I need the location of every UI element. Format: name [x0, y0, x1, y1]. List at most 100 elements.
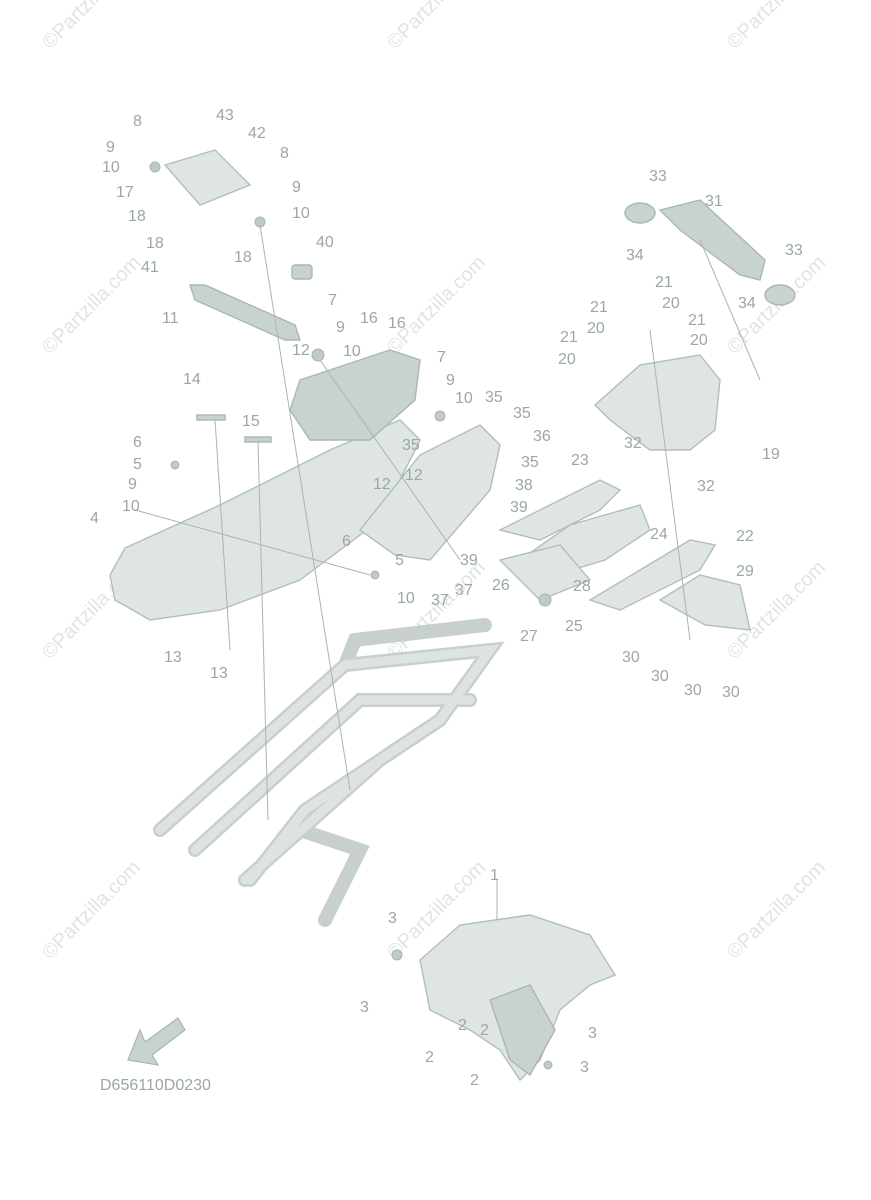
- callout-number: 11: [162, 310, 179, 327]
- callout-number: 9: [336, 319, 345, 336]
- callout-number: 10: [102, 159, 120, 176]
- front-direction-arrow: [127, 1017, 186, 1066]
- callout-number: 16: [388, 315, 406, 332]
- callout-number: 19: [762, 446, 780, 463]
- callout-number: 21: [688, 312, 706, 329]
- callout-number: 15: [242, 413, 260, 430]
- callout-number: 35: [513, 405, 531, 422]
- callout-number: 3: [360, 999, 369, 1016]
- callout-number: 2: [425, 1049, 434, 1066]
- callout-number: 13: [210, 665, 228, 682]
- leader-lines: [134, 224, 761, 920]
- callout-number: 6: [342, 533, 351, 550]
- callout-number: 43: [216, 107, 234, 124]
- carrier-plate: [163, 149, 252, 206]
- callout-number: 35: [521, 454, 539, 471]
- callout-number: 30: [622, 649, 640, 666]
- callout-number: 9: [106, 139, 115, 156]
- callout-number: 7: [328, 292, 337, 309]
- callout-number: 10: [397, 590, 415, 607]
- callout-number: 12: [292, 342, 310, 359]
- bolt: [434, 410, 446, 422]
- callout-number: 26: [492, 577, 510, 594]
- callout-number: 30: [722, 684, 740, 701]
- callout-number: 28: [573, 578, 591, 595]
- callout-number: 1: [490, 867, 499, 884]
- callout-number: 2: [480, 1022, 489, 1039]
- callout-number: 38: [515, 477, 533, 494]
- callout-number: 31: [705, 193, 723, 210]
- diagram-code: D656110D0230: [100, 1077, 211, 1094]
- callout-number: 37: [455, 582, 473, 599]
- callout-number: 14: [183, 371, 201, 388]
- callout-number: 5: [395, 552, 404, 569]
- reflector-33-left: [624, 202, 656, 224]
- callout-number: 17: [116, 184, 134, 201]
- bolt: [149, 161, 161, 173]
- callout-number: 33: [649, 168, 667, 185]
- callout-number: 2: [458, 1017, 467, 1034]
- bolt: [538, 593, 552, 607]
- callout-number: 5: [133, 456, 142, 473]
- callout-number: 21: [590, 299, 608, 316]
- callout-number: 42: [248, 125, 266, 142]
- callout-number: 20: [690, 332, 708, 349]
- callout-number: 21: [560, 329, 578, 346]
- callout-number: 30: [684, 682, 702, 699]
- callout-number: 35: [402, 437, 420, 454]
- callout-number: 16: [360, 310, 378, 327]
- pad: [291, 264, 313, 280]
- watermark: ©Partzilla.com: [383, 252, 490, 359]
- callout-number: 21: [655, 274, 673, 291]
- bolt: [543, 1060, 553, 1070]
- callout-number: 25: [565, 618, 583, 635]
- callout-number: 18: [128, 208, 146, 225]
- side-cover-23: [497, 479, 622, 541]
- callout-number: 2: [470, 1072, 479, 1089]
- callout-number: 20: [662, 295, 680, 312]
- callout-number: 24: [650, 526, 668, 543]
- callout-number: 35: [485, 389, 503, 406]
- seat-lock-bracket: [358, 424, 501, 561]
- callout-number: 37: [431, 592, 449, 609]
- watermark: ©Partzilla.com: [723, 0, 830, 54]
- callout-number: 36: [533, 428, 551, 445]
- watermark: ©Partzilla.com: [723, 857, 830, 964]
- callout-number: 10: [122, 498, 140, 515]
- reflector-33-right: [764, 284, 796, 306]
- callout-number: 10: [455, 390, 473, 407]
- callout-number: 12: [373, 476, 391, 493]
- callout-number: 20: [558, 351, 576, 368]
- callout-number: 4: [90, 510, 99, 527]
- callout-number: 8: [133, 113, 142, 130]
- bolt: [370, 570, 380, 580]
- callout-number: 10: [343, 343, 361, 360]
- callout-number: 32: [697, 478, 715, 495]
- callout-number: 9: [446, 372, 455, 389]
- callout-number: 34: [626, 247, 644, 264]
- callout-number: 12: [405, 467, 423, 484]
- callout-number: 29: [736, 563, 754, 580]
- bolt: [170, 460, 180, 470]
- bolt: [391, 949, 403, 961]
- callout-number: 30: [651, 668, 669, 685]
- rear-fender-flap: [489, 984, 556, 1077]
- callout-number: 39: [460, 552, 478, 569]
- callout-number: 3: [388, 910, 397, 927]
- callout-number: 33: [785, 242, 803, 259]
- callout-number: 7: [437, 349, 446, 366]
- callout-number: 9: [292, 179, 301, 196]
- bracket-31: [658, 199, 766, 281]
- callout-number: 3: [580, 1059, 589, 1076]
- callout-number: 18: [146, 235, 164, 252]
- bolt: [311, 348, 325, 362]
- cover-26: [498, 544, 592, 601]
- callout-number: 9: [128, 476, 137, 493]
- callout-number: 13: [164, 649, 182, 666]
- plate-14: [196, 414, 226, 421]
- watermark: ©Partzilla.com: [383, 0, 490, 54]
- watermark: ©Partzilla.com: [38, 252, 145, 359]
- callout-number: 6: [133, 434, 142, 451]
